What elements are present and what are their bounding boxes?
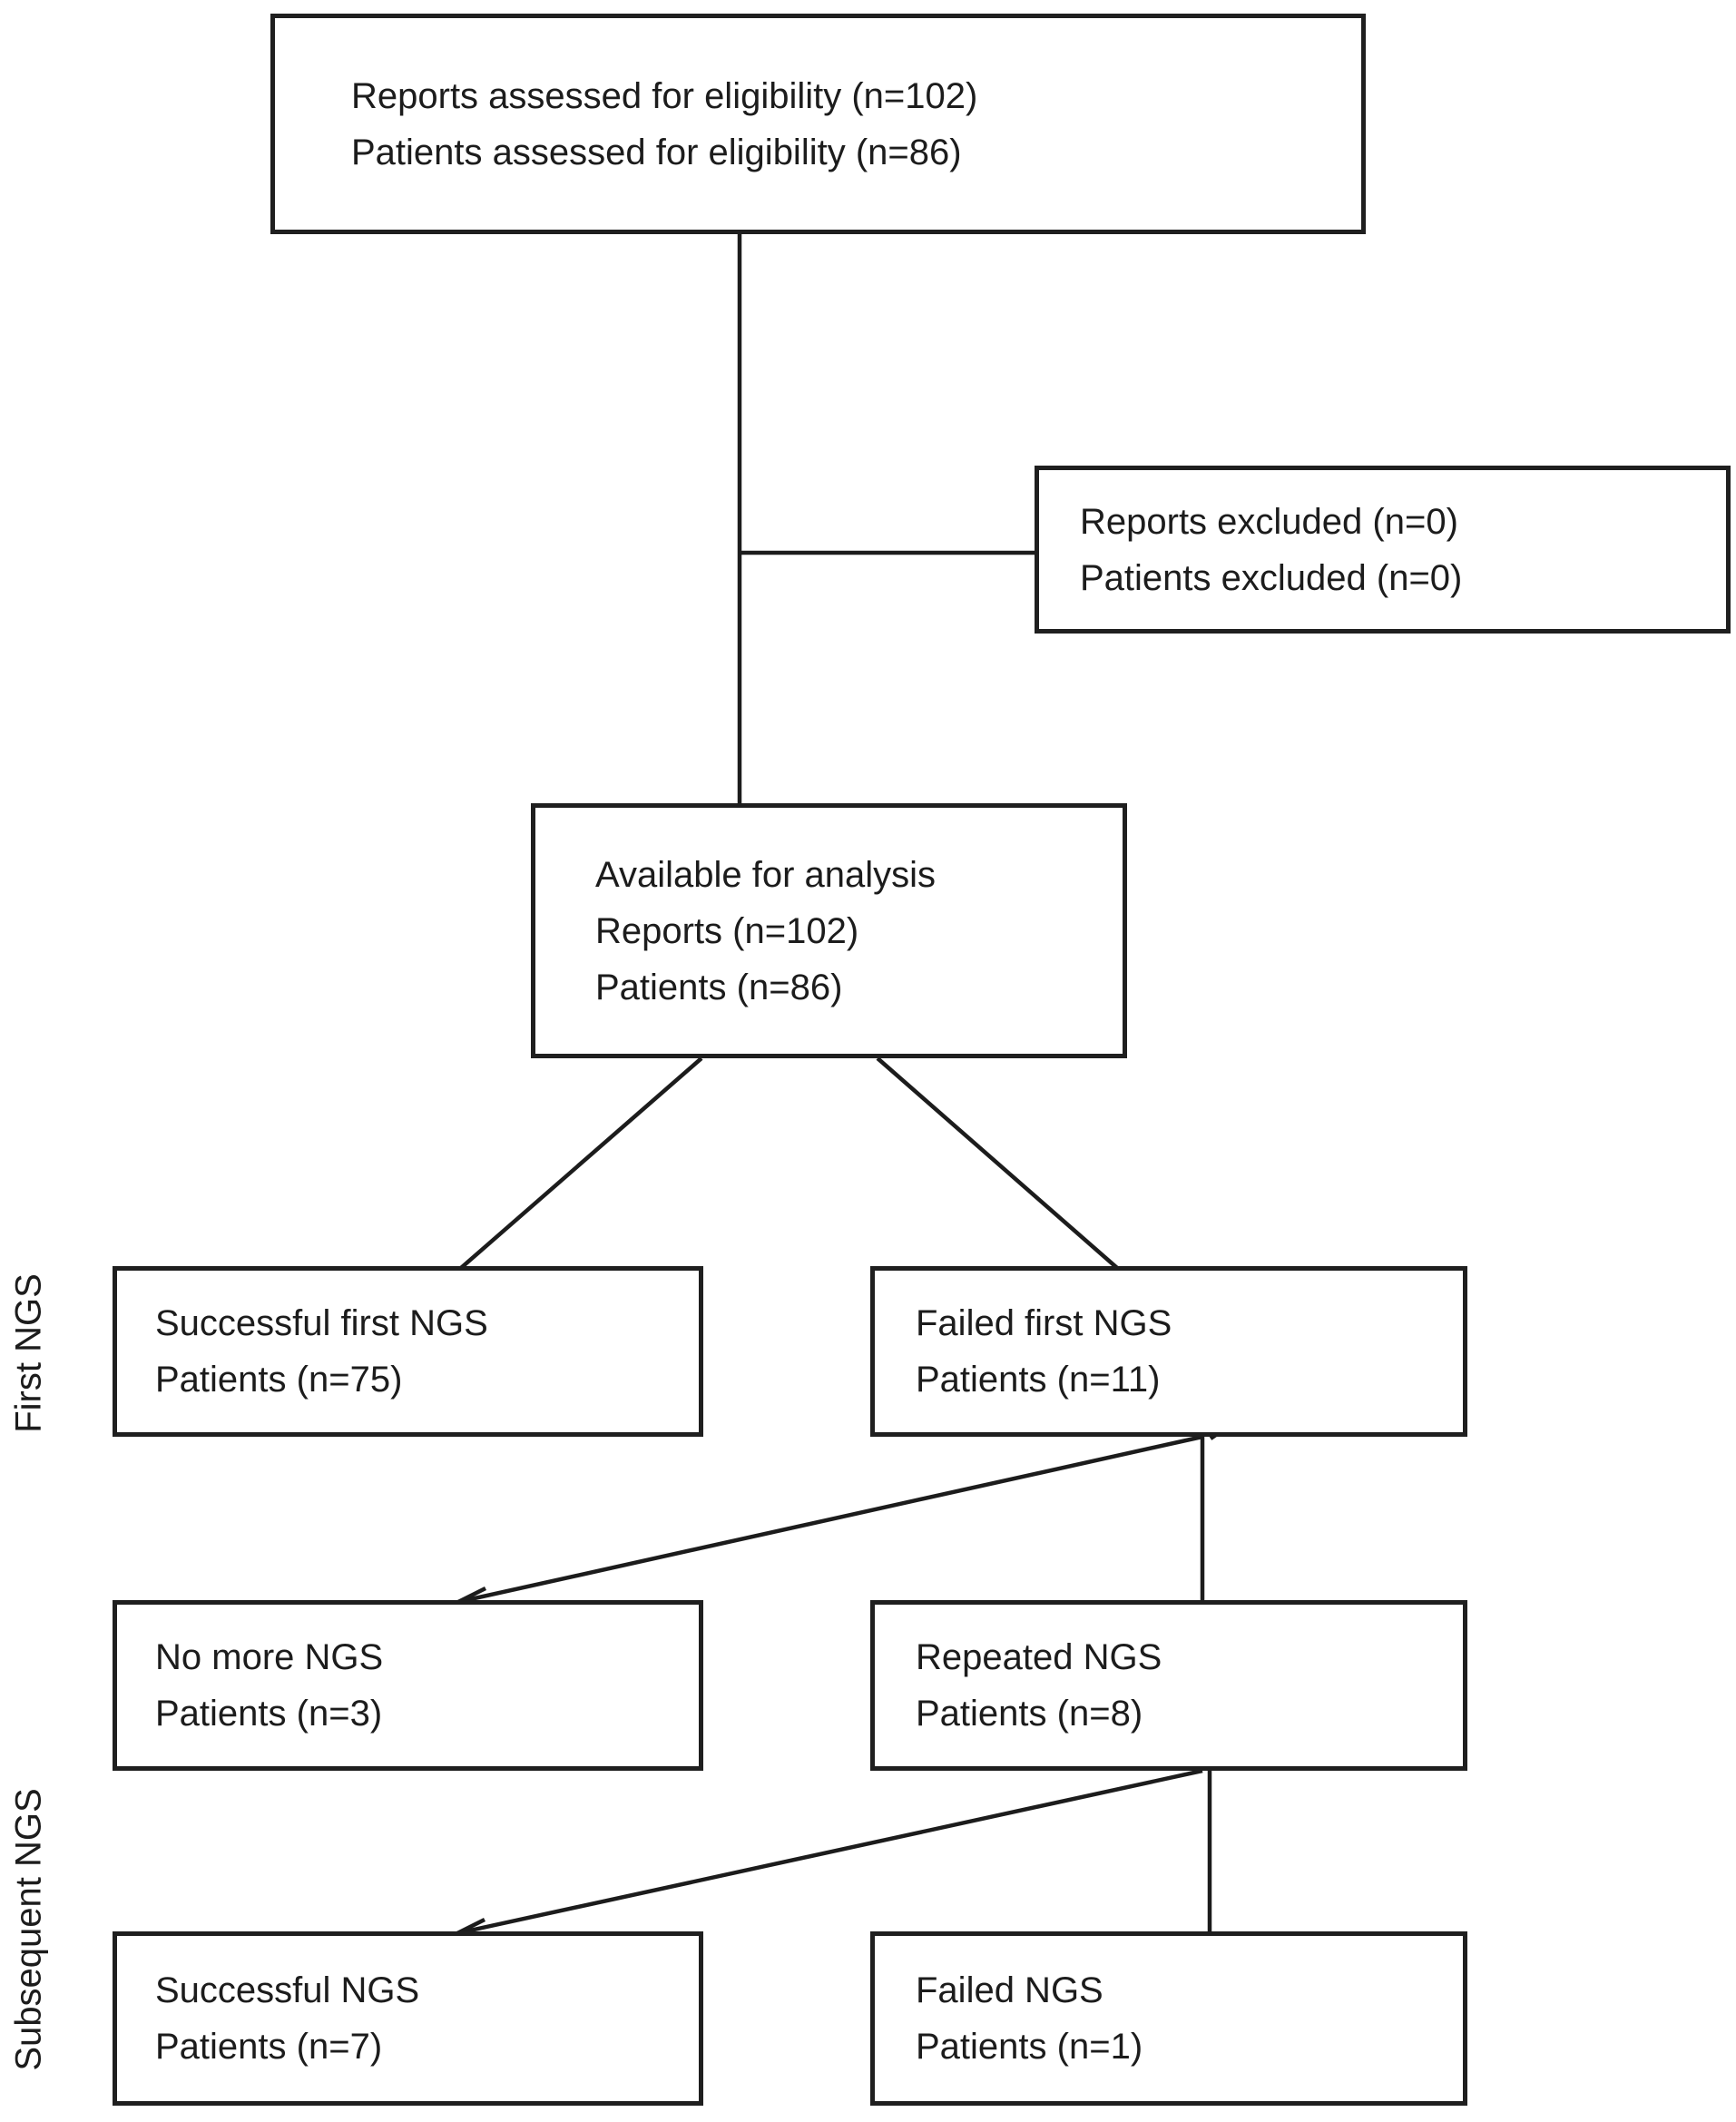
- box-available-line-2: Reports (n=102): [595, 910, 859, 951]
- line-repeated-to-successful-sub: [456, 1768, 1203, 1936]
- box-repeated-ngs: Repeated NGS Patients (n=8): [870, 1600, 1467, 1771]
- box-failed-subsequent-ngs: Failed NGS Patients (n=1): [870, 1931, 1467, 2106]
- box-eligibility: Reports assessed for eligibility (n=102)…: [270, 14, 1366, 234]
- box-failed-first-line-1: Failed first NGS: [916, 1303, 1172, 1343]
- hook-successful-sub-landing: [456, 1917, 486, 1936]
- box-available-for-analysis: Available for analysis Reports (n=102) P…: [531, 803, 1127, 1058]
- box-no-more-line-2: Patients (n=3): [155, 1694, 383, 1734]
- box-successful-first-line-2: Patients (n=75): [155, 1360, 403, 1400]
- box-repeated-line-2: Patients (n=8): [916, 1694, 1143, 1734]
- box-eligibility-line-1: Reports assessed for eligibility (n=102): [351, 75, 978, 116]
- box-failed-first-ngs: Failed first NGS Patients (n=11): [870, 1266, 1467, 1437]
- box-successful-sub-line-1: Successful NGS: [155, 1970, 420, 2010]
- box-excluded: Reports excluded (n=0) Patients excluded…: [1035, 466, 1731, 634]
- box-failed-sub-line-2: Patients (n=1): [916, 2027, 1143, 2067]
- box-excluded-line-2: Patients excluded (n=0): [1080, 557, 1463, 598]
- box-successful-subsequent-ngs: Successful NGS Patients (n=7): [113, 1931, 703, 2106]
- box-successful-first-line-1: Successful first NGS: [155, 1303, 488, 1343]
- side-label-subsequent-ngs: Subsequent NGS: [8, 1788, 49, 2071]
- box-successful-sub-line-2: Patients (n=7): [155, 2027, 383, 2067]
- line-available-to-successful-first: [459, 1056, 703, 1270]
- box-successful-first-ngs: Successful first NGS Patients (n=75): [113, 1266, 703, 1437]
- line-failed-first-to-no-more: [457, 1434, 1203, 1605]
- box-available-line-3: Patients (n=86): [595, 967, 843, 1007]
- side-label-first-ngs: First NGS: [8, 1273, 49, 1433]
- box-repeated-line-1: Repeated NGS: [916, 1637, 1162, 1677]
- box-failed-first-line-2: Patients (n=11): [916, 1360, 1161, 1400]
- box-available-line-1: Available for analysis: [595, 854, 937, 895]
- line-available-to-failed-first: [876, 1056, 1119, 1270]
- box-excluded-line-1: Reports excluded (n=0): [1080, 501, 1458, 542]
- box-eligibility-line-2: Patients assessed for eligibility (n=86): [351, 132, 962, 172]
- box-no-more-ngs: No more NGS Patients (n=3): [113, 1600, 703, 1771]
- box-failed-sub-line-1: Failed NGS: [916, 1970, 1103, 2010]
- hook-no-more-landing: [456, 1586, 487, 1605]
- box-no-more-line-1: No more NGS: [155, 1637, 384, 1677]
